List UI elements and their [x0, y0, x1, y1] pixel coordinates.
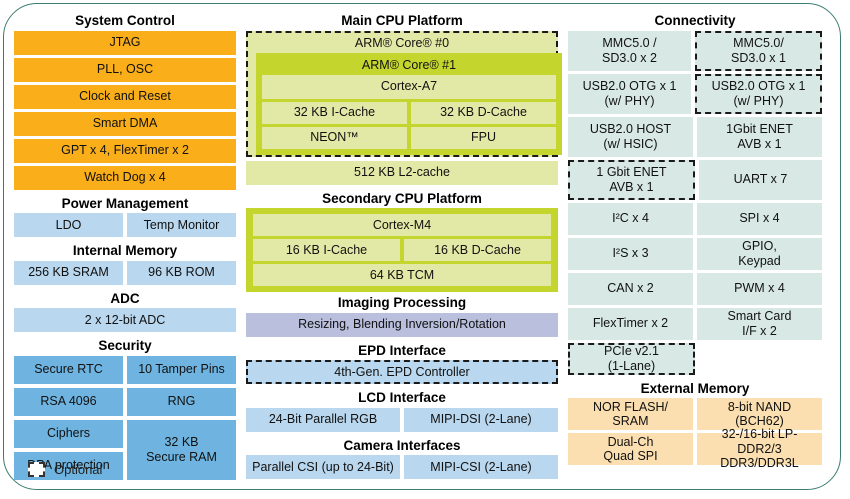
block-usb-otg-phy-1[interactable]: USB2.0 OTG x 1 (w/ PHY)	[568, 73, 691, 114]
section-title-epd-interface: EPD Interface	[358, 342, 446, 358]
block-fpu[interactable]: FPU	[411, 126, 556, 149]
block-tcm[interactable]: 64 KB TCM	[253, 264, 551, 286]
block-adc[interactable]: 2 x 12-bit ADC	[14, 308, 236, 332]
legend-label: Optional	[54, 462, 103, 477]
block-usb-host-hsic[interactable]: USB2.0 HOST (w/ HSIC)	[568, 116, 693, 157]
section-title-imaging-processing: Imaging Processing	[337, 295, 467, 310]
block-cortex-a7[interactable]: Cortex-A7	[262, 74, 556, 99]
block-pll-osc[interactable]: PLL, OSC	[14, 57, 236, 82]
arm-core-0-optional-block[interactable]: ARM® Core® #0 ARM® Core® #1 Cortex-A7 32…	[246, 30, 562, 157]
block-enet-avb-optional[interactable]: 1 Gbit ENET AVB x 1	[568, 159, 695, 200]
block-nand[interactable]: 8-bit NAND (BCH62)	[697, 398, 822, 430]
block-ddr[interactable]: 32-/16-bit LP-DDR2/3 DDR3/DDR3L	[697, 427, 822, 470]
block-temp-monitor[interactable]: Temp Monitor	[127, 213, 236, 237]
block-enet-avb[interactable]: 1Gbit ENET AVB x 1	[697, 116, 822, 157]
section-title-secondary-cpu-platform: Secondary CPU Platform	[322, 190, 482, 206]
block-l2-cache[interactable]: 512 KB L2-cache	[246, 160, 558, 185]
block-a7-dcache[interactable]: 32 KB D-Cache	[411, 101, 556, 124]
block-mipi-csi[interactable]: MIPI-CSI (2-Lane)	[404, 455, 558, 479]
block-i2s[interactable]: I²S x 3	[568, 237, 693, 270]
block-a7-icache[interactable]: 32 KB I-Cache	[262, 101, 407, 124]
block-quad-spi[interactable]: Dual-Ch Quad SPI	[568, 433, 693, 465]
block-ciphers[interactable]: Ciphers	[14, 419, 123, 448]
block-mmc-sd-x1[interactable]: MMC5.0/ SD3.0 x 1	[695, 30, 822, 71]
block-flextimer[interactable]: FlexTimer x 2	[568, 307, 693, 340]
arm-core-0-label: ARM® Core® #0	[354, 35, 450, 50]
section-title-adc: ADC	[110, 290, 140, 306]
section-title-lcd-interface: LCD Interface	[358, 390, 446, 405]
right-column: Connectivity MMC5.0 / SD3.0 x 2 MMC5.0/ …	[568, 10, 822, 470]
left-column: System Control JTAG PLL, OSC Clock and R…	[14, 10, 236, 480]
block-epd-controller[interactable]: 4th-Gen. EPD Controller	[246, 360, 558, 384]
middle-column: Main CPU Platform ARM® Core® #0 ARM® Cor…	[246, 10, 562, 479]
block-uart[interactable]: UART x 7	[699, 159, 822, 200]
block-parallel-rgb[interactable]: 24-Bit Parallel RGB	[246, 407, 400, 432]
block-empty-spacer	[699, 343, 822, 375]
arm-core-1-block[interactable]: ARM® Core® #1 Cortex-A7 32 KB I-Cache 32…	[256, 52, 562, 155]
section-title-external-memory: External Memory	[640, 380, 750, 396]
section-title-camera-interfaces: Camera Interfaces	[343, 437, 461, 453]
dashed-box-icon	[28, 462, 45, 477]
block-m4-icache[interactable]: 16 KB I-Cache	[253, 239, 400, 261]
section-title-security: Security	[98, 338, 152, 353]
block-spi[interactable]: SPI x 4	[697, 202, 822, 235]
security-grid: Secure RTC 10 Tamper Pins RSA 4096 RNG C…	[14, 355, 236, 480]
section-title-system-control: System Control	[75, 13, 175, 28]
block-sram[interactable]: 256 KB SRAM	[14, 260, 123, 285]
block-smart-card[interactable]: Smart Card I/F x 2	[697, 307, 822, 340]
arm-core-1-label: ARM® Core® #1	[361, 58, 457, 72]
block-pwm[interactable]: PWM x 4	[697, 272, 822, 305]
block-pcie[interactable]: PCIe v2.1 (1-Lane)	[568, 342, 695, 375]
section-title-connectivity: Connectivity	[654, 13, 736, 28]
block-jtag[interactable]: JTAG	[14, 30, 236, 55]
section-title-internal-memory: Internal Memory	[72, 243, 178, 258]
section-title-power-management: Power Management	[61, 195, 189, 211]
secondary-cpu-block[interactable]: Cortex-M4 16 KB I-Cache 16 KB D-Cache 64…	[246, 208, 558, 292]
block-imaging-processing[interactable]: Resizing, Blending Inversion/Rotation	[246, 312, 558, 337]
block-clock-and-reset[interactable]: Clock and Reset	[14, 84, 236, 109]
block-ldo[interactable]: LDO	[14, 213, 123, 237]
block-rom[interactable]: 96 KB ROM	[127, 260, 236, 285]
section-title-main-cpu-platform: Main CPU Platform	[341, 13, 463, 28]
block-neon[interactable]: NEON™	[262, 126, 407, 149]
block-rsa-4096[interactable]: RSA 4096	[14, 387, 123, 416]
block-smart-dma[interactable]: Smart DMA	[14, 111, 236, 136]
block-rng[interactable]: RNG	[127, 387, 236, 416]
block-parallel-csi[interactable]: Parallel CSI (up to 24-Bit)	[246, 455, 400, 479]
block-nor-flash-sram[interactable]: NOR FLASH/ SRAM	[568, 398, 693, 430]
block-gpt-flextimer[interactable]: GPT x 4, FlexTimer x 2	[14, 138, 236, 163]
block-gpio-keypad[interactable]: GPIO, Keypad	[697, 237, 822, 270]
block-mipi-dsi[interactable]: MIPI-DSI (2-Lane)	[404, 407, 558, 432]
block-can[interactable]: CAN x 2	[568, 272, 693, 305]
block-cortex-m4[interactable]: Cortex-M4	[253, 214, 551, 236]
block-mmc-sd-x2[interactable]: MMC5.0 / SD3.0 x 2	[568, 30, 691, 71]
block-tamper-pins[interactable]: 10 Tamper Pins	[127, 355, 236, 384]
block-m4-dcache[interactable]: 16 KB D-Cache	[404, 239, 551, 261]
block-secure-rtc[interactable]: Secure RTC	[14, 355, 123, 384]
legend: Optional	[28, 462, 102, 477]
block-usb-otg-phy-2[interactable]: USB2.0 OTG x 1 (w/ PHY)	[695, 73, 822, 114]
block-i2c[interactable]: I²C x 4	[568, 202, 693, 235]
block-secure-ram[interactable]: 32 KB Secure RAM	[127, 419, 236, 480]
block-watch-dog[interactable]: Watch Dog x 4	[14, 165, 236, 190]
